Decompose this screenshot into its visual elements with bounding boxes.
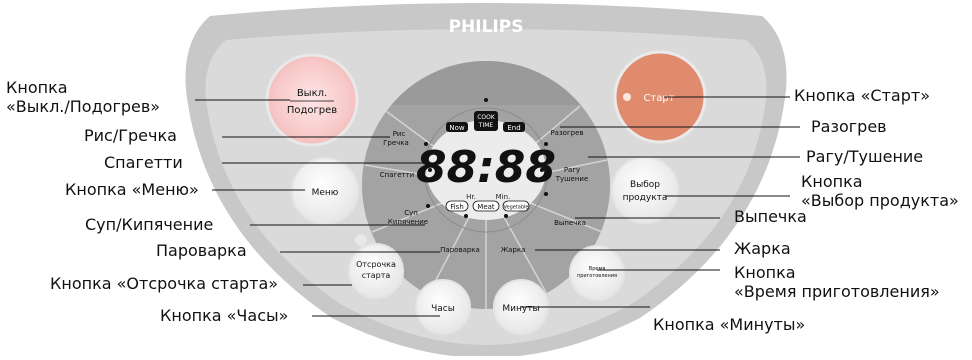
menu-button[interactable]: Меню — [291, 157, 359, 225]
tag-fish: Fish — [450, 203, 464, 211]
product-select-label-1: Выбор — [630, 180, 660, 190]
callout-cooking-time-line1: Кнопка — [734, 263, 796, 282]
tag-meat-box — [472, 200, 500, 212]
indicator-dots — [424, 98, 548, 218]
callout-bake: Выпечка — [734, 207, 807, 226]
lcd-display — [426, 120, 546, 220]
hours-button-label: Часы — [431, 304, 455, 314]
callout-product-select-line1: Кнопка — [801, 172, 863, 191]
dial-upper-band — [391, 61, 581, 105]
callout-off-keep-warm-line1: Кнопка — [6, 78, 68, 97]
delay-start-button[interactable]: Отсрочка старта — [348, 243, 404, 299]
off-button-label: Выкл. — [297, 88, 327, 99]
callout-start: Кнопка «Старт» — [794, 86, 930, 105]
tag-cook: COOK — [477, 114, 496, 121]
hours-button[interactable]: Часы — [415, 279, 471, 335]
dial-label-soup: Суп — [404, 209, 418, 217]
callout-delay-start: Кнопка «Отсрочка старта» — [50, 274, 279, 293]
callout-cooking-time: Кнопка «Время приготовления» — [734, 263, 940, 301]
callout-menu: Кнопка «Меню» — [65, 180, 199, 199]
lcd-ring — [423, 107, 549, 233]
callout-stew: Рагу/Тушение — [806, 147, 924, 166]
dial-label-rice: Рис — [393, 130, 406, 138]
cooking-time-button[interactable]: Время приготовления — [569, 245, 625, 301]
label-hr: Hr. — [466, 193, 476, 201]
label-min: Min. — [496, 193, 511, 201]
keep-warm-label: Подогрев — [287, 105, 337, 116]
delay-start-label-2: старта — [362, 271, 391, 280]
start-button[interactable]: Старт — [613, 50, 707, 144]
dial-label-buckwheat: Гречка — [383, 139, 409, 147]
tag-cook-time-box — [474, 111, 498, 131]
tag-time: TIME — [478, 122, 494, 129]
callout-soup-boil: Суп/Кипячение — [85, 215, 214, 234]
dial-label-boil: Кипячение — [388, 218, 428, 226]
small-indicator-dot — [355, 234, 367, 246]
cooking-time-label-2: приготовления — [577, 273, 617, 279]
callout-reheat: Разогрев — [811, 117, 887, 136]
callout-off-keep-warm-line2: «Выкл./Подогрев» — [6, 97, 161, 116]
tag-end-box — [503, 122, 525, 132]
leader-lines — [195, 96, 800, 317]
tag-fish-box — [445, 200, 469, 212]
menu-button-label: Меню — [312, 188, 339, 198]
callout-steam: Пароварка — [156, 241, 247, 260]
callout-off-keep-warm: Кнопка «Выкл./Подогрев» — [6, 78, 160, 116]
callout-cooking-time-line2: «Время приготовления» — [734, 282, 940, 301]
callout-fry: Жарка — [734, 239, 791, 258]
brand-logo: PHILIPS — [449, 17, 524, 37]
tag-vegetable-box — [502, 200, 530, 212]
callout-minutes: Кнопка «Минуты» — [653, 315, 806, 334]
callout-rice-buckwheat: Рис/Гречка — [84, 126, 177, 145]
dial-label-fry: Жарка — [501, 246, 526, 254]
dial-label-stew-2: Тушение — [555, 175, 589, 183]
start-indicator-icon — [623, 93, 631, 101]
product-select-button[interactable]: Выбор продукта — [611, 156, 679, 224]
tag-vegetable: Vegetable — [503, 205, 528, 211]
dial-label-steam: Пароварка — [440, 246, 480, 254]
delay-start-label-1: Отсрочка — [356, 260, 396, 269]
product-select-label-2: продукта — [623, 193, 668, 203]
start-button-label: Старт — [643, 93, 674, 104]
tag-end: End — [507, 124, 520, 132]
callout-spaghetti: Спагетти — [104, 153, 183, 172]
dial-label-bake: Выпечка — [554, 219, 586, 227]
callout-hours: Кнопка «Часы» — [160, 306, 289, 325]
tag-now-box — [446, 122, 468, 132]
minutes-button-label: Минуты — [502, 304, 539, 314]
tag-meat: Meat — [477, 203, 495, 211]
dial-label-spaghetti: Спагетти — [380, 171, 414, 179]
dial-label-reheat: Разогрев — [550, 129, 583, 137]
dial-label-stew-1: Рагу — [564, 166, 580, 174]
lcd-digits: 88:88 — [416, 142, 556, 193]
tag-now: Now — [449, 124, 465, 132]
callout-product-select: Кнопка «Выбор продукта» — [801, 172, 959, 210]
cooking-time-label-1: Время — [589, 266, 605, 272]
callout-product-select-line2: «Выбор продукта» — [801, 191, 959, 210]
